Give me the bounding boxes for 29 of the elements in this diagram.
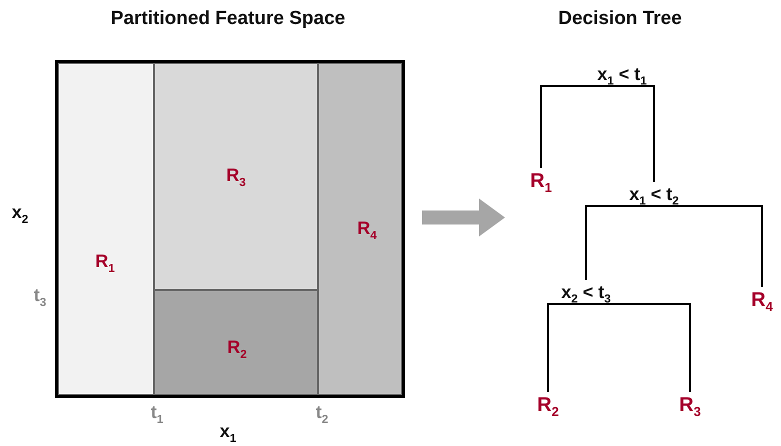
split-condition: x$_{1}$ < t$_{1}$ xyxy=(586,62,658,86)
leaf-label: R$_{2}$ xyxy=(530,392,566,418)
panel-title: Decision Tree xyxy=(558,8,682,30)
split-condition: x$_{1}$ < t$_{2}$ xyxy=(618,182,690,206)
region-area xyxy=(154,290,318,395)
tree-branch xyxy=(540,85,622,168)
leaf-label: R$_{3}$ xyxy=(672,392,708,418)
threshold-label: t$_{3}$ xyxy=(34,285,46,309)
region-area xyxy=(154,63,318,290)
leaf-label: R$_{1}$ xyxy=(524,168,558,194)
split-condition: x$_{2}$ < t$_{3}$ xyxy=(550,280,622,304)
region-label: R$_{2}$ xyxy=(227,337,247,361)
axis-label: x$_{2}$ xyxy=(12,202,28,226)
tree-branch xyxy=(547,303,586,392)
region-label: R$_{4}$ xyxy=(357,218,377,242)
tree-branch xyxy=(622,85,655,182)
threshold-label: t$_{2}$ xyxy=(316,402,328,426)
block-arrow xyxy=(422,198,505,236)
region-area xyxy=(318,63,402,395)
tree-branch xyxy=(585,205,654,280)
panel-title: Partitioned Feature Space xyxy=(110,8,346,30)
region-label: R$_{3}$ xyxy=(226,165,246,189)
tree-branch xyxy=(586,303,691,392)
region-area xyxy=(58,63,154,395)
tree-branch xyxy=(654,205,763,287)
axis-label: x$_{1}$ xyxy=(220,421,236,445)
threshold-label: t$_{1}$ xyxy=(150,402,164,426)
region-label: R$_{1}$ xyxy=(95,251,115,275)
leaf-label: R$_{4}$ xyxy=(745,287,779,313)
